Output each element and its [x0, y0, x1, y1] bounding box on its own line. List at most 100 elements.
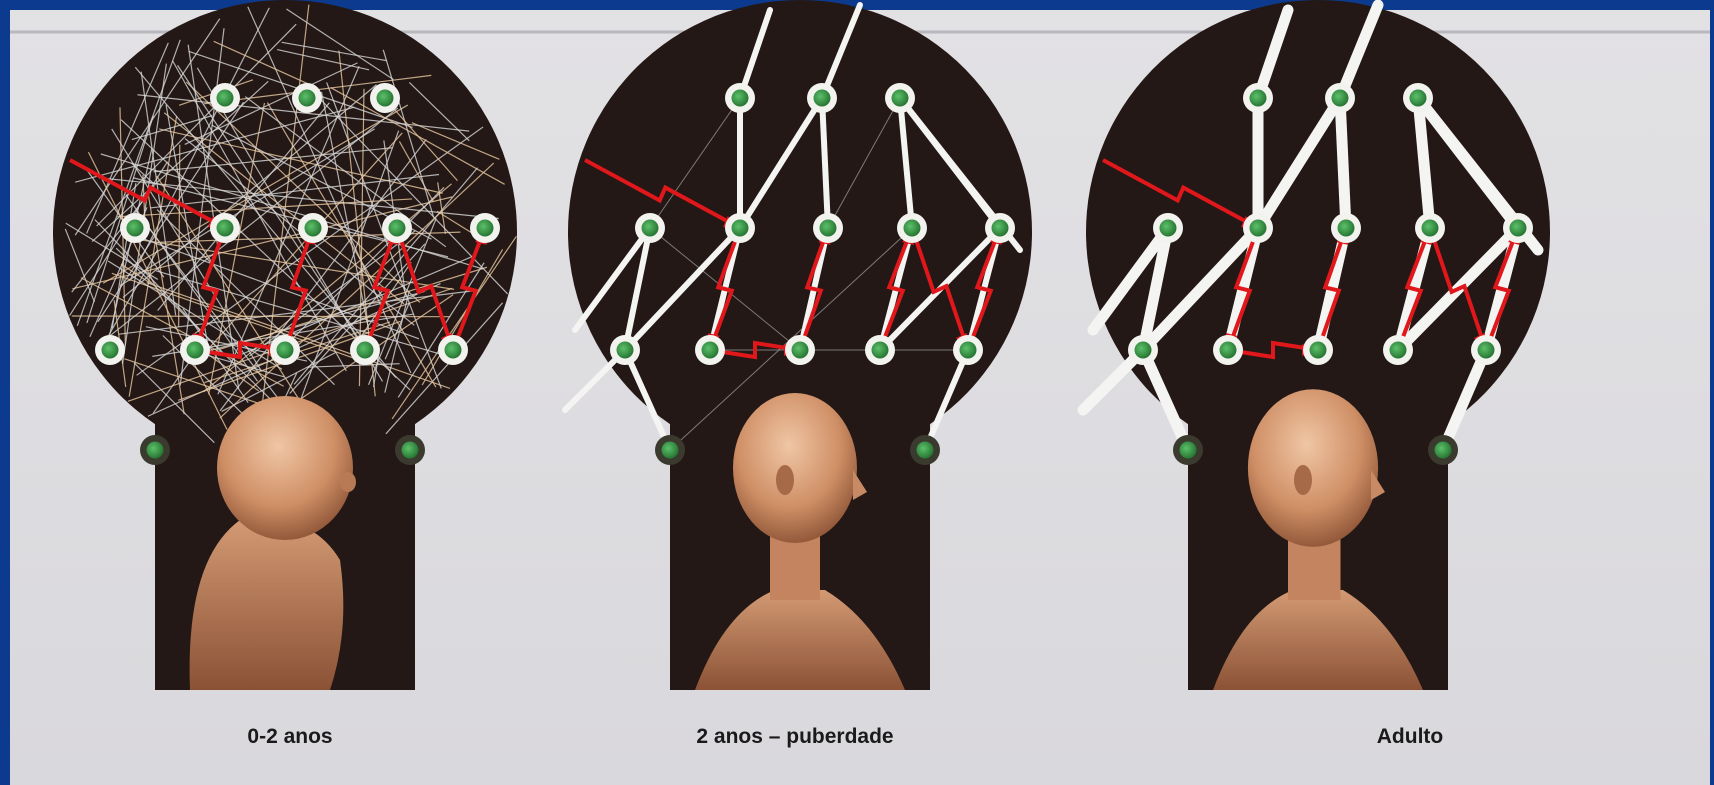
- neuron-core: [1338, 220, 1355, 237]
- panel-adult: [1083, 0, 1550, 690]
- neuron-node: [210, 213, 240, 243]
- infant-cheek: [340, 472, 356, 492]
- adult-head: [1248, 389, 1378, 547]
- neuron-node: [813, 213, 843, 243]
- neuron-node: [120, 213, 150, 243]
- neuron-core: [187, 342, 204, 359]
- neuron-core: [1135, 342, 1152, 359]
- neuron-node: [897, 213, 927, 243]
- neuron-core: [445, 342, 462, 359]
- neuron-node: [807, 83, 837, 113]
- neuron-core: [217, 220, 234, 237]
- neuron-core: [1422, 220, 1439, 237]
- adult-ear: [1294, 465, 1312, 495]
- neuron-node: [470, 213, 500, 243]
- neuron-core: [732, 220, 749, 237]
- neuron-core: [1180, 442, 1197, 459]
- infant-head: [217, 396, 353, 540]
- neuron-node: [610, 335, 640, 365]
- neuron-core: [1250, 220, 1267, 237]
- neuron-node: [180, 335, 210, 365]
- neuron-core: [917, 442, 934, 459]
- caption-infant: 0-2 anos: [180, 725, 400, 749]
- neuron-core: [820, 220, 837, 237]
- neuron-core: [299, 90, 316, 107]
- neuron-node: [1243, 213, 1273, 243]
- neuron-core: [1160, 220, 1177, 237]
- neuron-node: [725, 213, 755, 243]
- neuron-node: [438, 335, 468, 365]
- neuron-core: [642, 220, 659, 237]
- neuron-core: [1332, 90, 1349, 107]
- neuron-core: [477, 220, 494, 237]
- neuron-node: [95, 335, 125, 365]
- neuron-node: [1415, 213, 1445, 243]
- neuron-node: [210, 83, 240, 113]
- neuron-node: [865, 335, 895, 365]
- neuron-node: [1213, 335, 1243, 365]
- neuron-node: [350, 335, 380, 365]
- neuron-core: [357, 342, 374, 359]
- neuron-node: [382, 213, 412, 243]
- neuron-core: [1390, 342, 1407, 359]
- panel-infant: [53, 0, 517, 690]
- panel-child: [565, 0, 1032, 690]
- neuron-node: [1128, 335, 1158, 365]
- neuron-core: [102, 342, 119, 359]
- neuron-core: [217, 90, 234, 107]
- neuron-node: [1303, 335, 1333, 365]
- neuron-node: [395, 435, 425, 465]
- neuron-node: [910, 435, 940, 465]
- neuron-core: [792, 342, 809, 359]
- axon-branch: [1340, 98, 1346, 228]
- neuron-node: [1243, 83, 1273, 113]
- neuron-node: [725, 83, 755, 113]
- neuron-core: [814, 90, 831, 107]
- neuron-node: [1153, 213, 1183, 243]
- neuron-core: [904, 220, 921, 237]
- neuron-core: [147, 442, 164, 459]
- neuron-core: [892, 90, 909, 107]
- neuron-core: [662, 442, 679, 459]
- neuron-node: [635, 213, 665, 243]
- neuron-node: [785, 335, 815, 365]
- neuron-core: [402, 442, 419, 459]
- neuron-node: [1383, 335, 1413, 365]
- neuron-node: [1503, 213, 1533, 243]
- neuron-node: [1471, 335, 1501, 365]
- neuron-node: [270, 335, 300, 365]
- neuron-node: [292, 83, 322, 113]
- neuron-node: [695, 335, 725, 365]
- neuron-core: [872, 342, 889, 359]
- neuron-core: [1250, 90, 1267, 107]
- neuron-node: [298, 213, 328, 243]
- neuron-core: [389, 220, 406, 237]
- neuron-core: [992, 220, 1009, 237]
- neuron-core: [1510, 220, 1527, 237]
- neuron-node: [985, 213, 1015, 243]
- neuron-core: [617, 342, 634, 359]
- child-head: [733, 393, 857, 543]
- neuron-core: [1410, 90, 1427, 107]
- caption-adult: Adulto: [1300, 725, 1520, 749]
- neuron-core: [1435, 442, 1452, 459]
- neuron-node: [953, 335, 983, 365]
- neuron-node: [1325, 83, 1355, 113]
- neuron-core: [960, 342, 977, 359]
- neuron-node: [1403, 83, 1433, 113]
- neuron-core: [732, 90, 749, 107]
- neuron-node: [885, 83, 915, 113]
- neuron-core: [277, 342, 294, 359]
- child-ear: [776, 465, 794, 495]
- neuron-node: [1428, 435, 1458, 465]
- neuron-core: [377, 90, 394, 107]
- neuron-node: [655, 435, 685, 465]
- neuron-node: [370, 83, 400, 113]
- neuron-core: [1220, 342, 1237, 359]
- neuron-node: [1173, 435, 1203, 465]
- caption-child: 2 anos – puberdade: [630, 725, 960, 749]
- neuron-node: [140, 435, 170, 465]
- neuron-core: [1478, 342, 1495, 359]
- neuron-core: [127, 220, 144, 237]
